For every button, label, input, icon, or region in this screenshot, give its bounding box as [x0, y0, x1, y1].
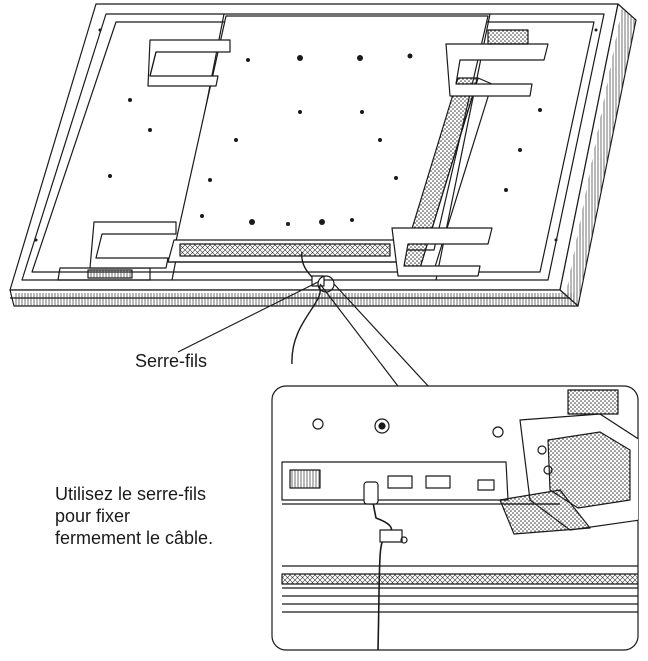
instruction-line-1: Utilisez le serre-fils: [55, 484, 207, 504]
clamp-pointer-line: [177, 281, 319, 353]
handle-top-right: [445, 29, 549, 97]
instruction-line-3: fermement le câble.: [55, 528, 214, 548]
screw-holes: [34, 28, 598, 242]
instruction-line-2: pour fixer: [55, 506, 131, 526]
instruction-text: Utilisez le serre-fils pour fixer fermem…: [55, 483, 255, 549]
cable-clamp-label: Serre-fils: [135, 351, 208, 371]
callout-detail-view: [271, 385, 639, 651]
handle-top-left: [147, 39, 231, 87]
handle-bottom-left: [89, 221, 177, 269]
callout-leader-lines: [317, 275, 431, 395]
handle-bottom-right: [391, 227, 493, 277]
